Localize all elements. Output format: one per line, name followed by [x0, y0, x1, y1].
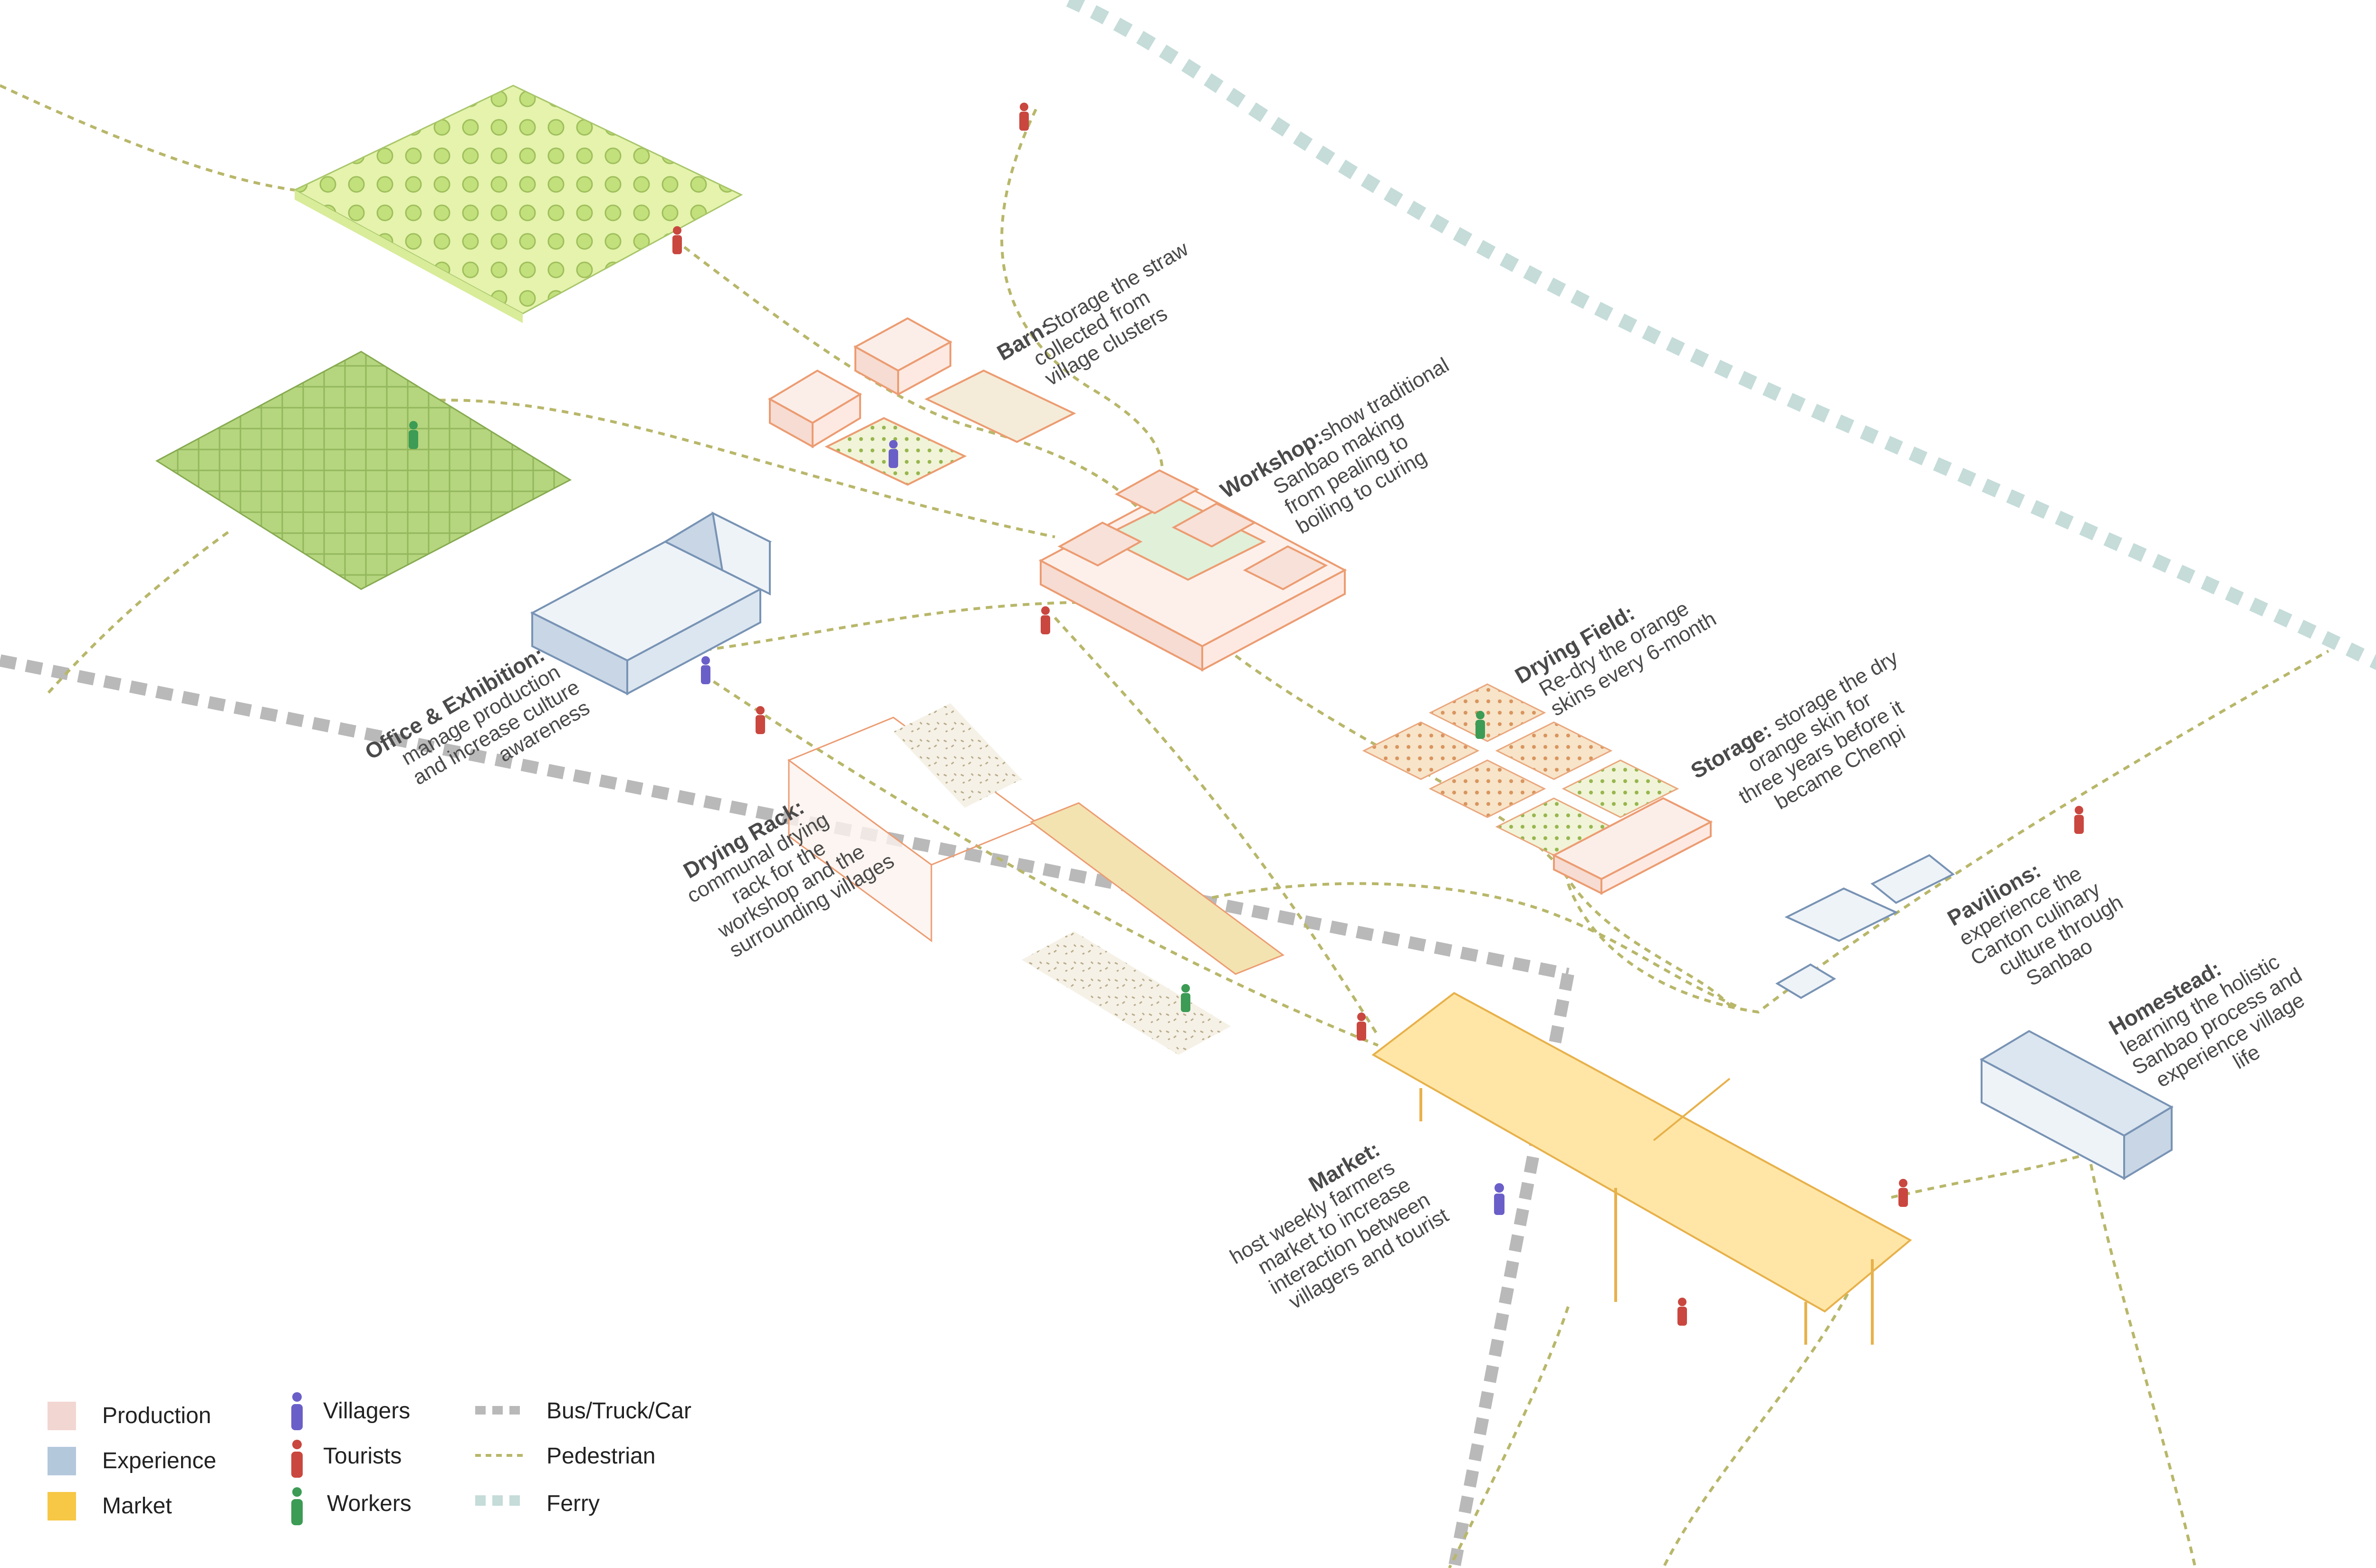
- storage-building: [1552, 797, 1713, 895]
- homestead: [1979, 1030, 2174, 1180]
- label-barn: Barn: Storage the straw collected from v…: [993, 237, 1192, 391]
- market-building: [1371, 992, 1912, 1345]
- legend-label-tourists: Tourists: [323, 1444, 402, 1469]
- worker-icon: [1475, 711, 1485, 739]
- villager-icon: [701, 656, 710, 684]
- tourist-icon: [1677, 1298, 1687, 1326]
- label-market: Market: host weekly farmers market to in…: [1226, 1137, 1453, 1314]
- label-drying-rack: Drying Rack: communal drying rack for th…: [679, 794, 898, 962]
- people-markers: [409, 103, 2084, 1326]
- road-lower: [1448, 973, 1574, 1568]
- label-drying-field: Drying Field: Re-dry the orange skins ev…: [1511, 596, 1720, 720]
- drying-field: [1362, 683, 1679, 856]
- legend-swatch-experience: [48, 1447, 76, 1475]
- worker-icon: [1181, 984, 1190, 1012]
- drying-rack: [787, 703, 1285, 1055]
- barn-building: [768, 317, 1076, 486]
- legend-label-ferry: Ferry: [546, 1491, 600, 1516]
- legend: Production Experience Market Villagers T…: [48, 1392, 691, 1525]
- legend-swatch-production: [48, 1402, 76, 1430]
- ferry-route: [1066, 0, 2376, 670]
- tourist-icon: [672, 226, 682, 254]
- tourist-icon: [291, 1440, 303, 1478]
- workshop-building: [1038, 469, 1347, 672]
- orange-orchard: [293, 85, 743, 323]
- road-routes: [0, 654, 1574, 1568]
- villager-icon: [291, 1392, 303, 1430]
- legend-label-villagers: Villagers: [323, 1398, 410, 1424]
- legend-label-experience: Experience: [102, 1448, 216, 1473]
- office-exhibition-building: [530, 511, 772, 696]
- tourist-icon: [756, 706, 765, 734]
- tourist-icon: [2074, 806, 2084, 834]
- worker-icon: [291, 1487, 303, 1525]
- legend-label-bus: Bus/Truck/Car: [546, 1398, 691, 1424]
- pavilions: [1775, 854, 1955, 999]
- villager-icon: [1494, 1183, 1504, 1215]
- legend-swatch-market: [48, 1492, 76, 1520]
- label-pavilions: Pavilions: experience the Canton culinar…: [1943, 858, 2127, 991]
- tourist-icon: [1898, 1179, 1908, 1207]
- label-storage: Storage: storage the dry orange skin for…: [1686, 646, 1909, 814]
- crop-field: [155, 351, 572, 590]
- villager-icon: [889, 440, 898, 468]
- legend-label-pedestrian: Pedestrian: [546, 1444, 655, 1469]
- road-upper: [0, 654, 1570, 980]
- tourist-icon: [1041, 606, 1050, 634]
- worker-icon: [409, 421, 418, 449]
- legend-label-production: Production: [102, 1403, 211, 1428]
- label-office: Office & Exhibition: manage production a…: [361, 641, 594, 790]
- legend-label-market: Market: [102, 1493, 172, 1519]
- tourist-icon: [1019, 103, 1029, 131]
- tourist-icon: [1357, 1013, 1366, 1041]
- legend-label-workers: Workers: [327, 1491, 412, 1516]
- pedestrian-paths: [0, 84, 2329, 1568]
